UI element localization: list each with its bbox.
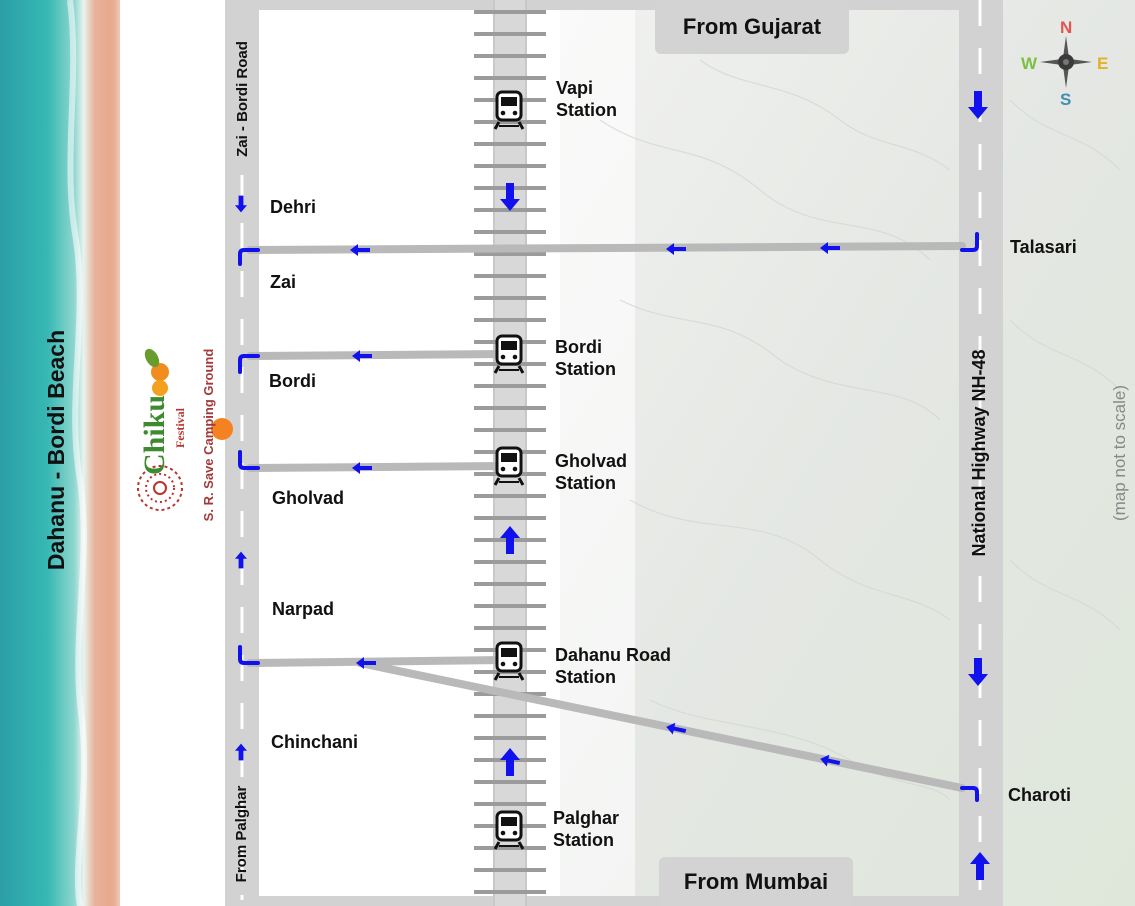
arrow-icon: [666, 722, 687, 735]
scale-note: (map not to scale): [1110, 384, 1129, 522]
arrow-icon: [968, 658, 988, 686]
train-icon: [493, 90, 525, 130]
train-icon: [493, 641, 525, 681]
place-charoti: Charoti: [1008, 785, 1071, 805]
location-marker-icon: [211, 418, 233, 440]
west-road-south-label: From Palghar: [233, 785, 250, 883]
arrow-icon: [500, 748, 520, 776]
village-gholvad: Gholvad: [272, 488, 345, 508]
highway-label: National Highway NH-48: [969, 349, 989, 557]
village-narpad: Narpad: [272, 599, 335, 619]
train-icon: [493, 334, 525, 374]
west-road-label: Zai - Bordi Road: [234, 41, 251, 157]
arrow-icon: [350, 244, 370, 256]
top-tab: From Gujarat: [655, 0, 849, 54]
village-chinchani: Chinchani: [271, 732, 359, 752]
railway-ties: [474, 10, 546, 894]
compass-south: S: [1060, 90, 1072, 109]
terrain-shading: [560, 0, 1135, 906]
arrow-icon: [235, 551, 247, 569]
arrow-icon: [970, 852, 990, 880]
compass-west: W: [1021, 54, 1038, 73]
arrow-icon: [968, 91, 988, 119]
compass-east: E: [1097, 54, 1109, 73]
turn-arrows: [238, 232, 979, 802]
arrow-icon: [820, 754, 841, 767]
arrow-icon: [820, 242, 840, 254]
arrow-icon: [235, 743, 247, 761]
arrow-icon: [666, 243, 686, 255]
arrow-icon: [352, 350, 372, 362]
arrow-icon: [500, 526, 520, 554]
train-icon: [493, 810, 525, 850]
place-talasari: Talasari: [1010, 237, 1077, 257]
village-zai: Zai: [270, 272, 297, 292]
train-icon: [493, 446, 525, 486]
bottom-tab: From Mumbai: [659, 857, 853, 906]
logo-subtext: Festival: [173, 408, 187, 448]
logo-text: Chiku: [138, 394, 171, 475]
village-bordi: Bordi: [269, 371, 316, 391]
arrow-icon: [352, 462, 372, 474]
arrow-icon: [356, 657, 376, 669]
direction-arrows: [235, 91, 990, 880]
beach-label: Dahanu - Bordi Beach: [43, 329, 69, 571]
arrow-icon: [235, 195, 247, 213]
venue-name: S. R. Save Camping Ground: [201, 348, 216, 522]
compass-icon: [1040, 36, 1092, 88]
village-dehri: Dehri: [270, 197, 317, 217]
compass-north: N: [1060, 18, 1073, 37]
arrow-icon: [500, 183, 520, 211]
chiku-festival-logo: [137, 348, 183, 511]
train-icons: [493, 90, 525, 850]
